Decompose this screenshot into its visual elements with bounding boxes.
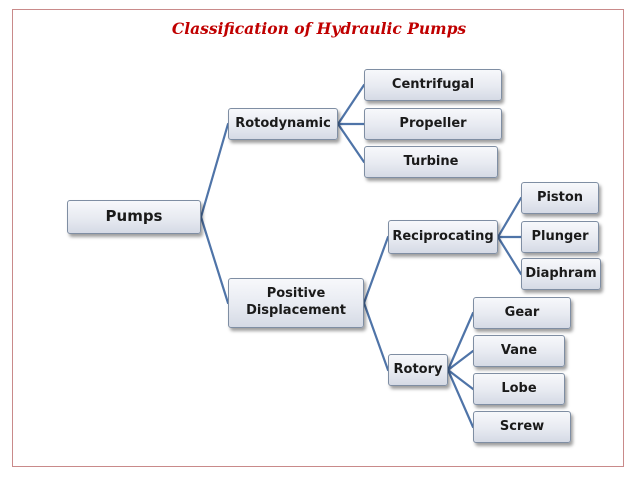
node-propeller: Propeller [364, 108, 502, 140]
connector-rotory-lobe [446, 368, 475, 391]
node-rotory: Rotory [388, 354, 448, 386]
node-piston: Piston [521, 182, 599, 214]
node-turbine: Turbine [364, 146, 498, 178]
node-vane: Vane [473, 335, 565, 367]
connector-rotory-gear [446, 311, 475, 372]
node-screw: Screw [473, 411, 571, 443]
node-diaphram: Diaphram [521, 258, 601, 290]
node-plunger: Plunger [521, 221, 599, 253]
connector-rotory-vane [446, 349, 475, 372]
connector-positive_displacement-rotory [362, 301, 390, 372]
node-rotodynamic: Rotodynamic [228, 108, 338, 140]
connector-rotodynamic-turbine [336, 122, 366, 164]
node-lobe: Lobe [473, 373, 565, 405]
connector-rotory-screw [446, 368, 475, 429]
connector-pumps-rotodynamic [199, 122, 230, 219]
node-gear: Gear [473, 297, 571, 329]
connector-rotodynamic-centrifugal [336, 83, 366, 126]
connector-positive_displacement-reciprocating [362, 235, 390, 305]
node-reciprocating: Reciprocating [388, 220, 498, 254]
slide-frame [12, 9, 624, 467]
node-centrifugal: Centrifugal [364, 69, 502, 101]
connector-reciprocating-diaphram [496, 235, 523, 276]
connector-pumps-positive_displacement [199, 215, 230, 305]
node-pumps: Pumps [67, 200, 201, 234]
connector-reciprocating-piston [496, 196, 523, 239]
diagram-title: Classification of Hydraulic Pumps [171, 19, 467, 38]
node-positive-displacement: Positive Displacement [228, 278, 364, 328]
